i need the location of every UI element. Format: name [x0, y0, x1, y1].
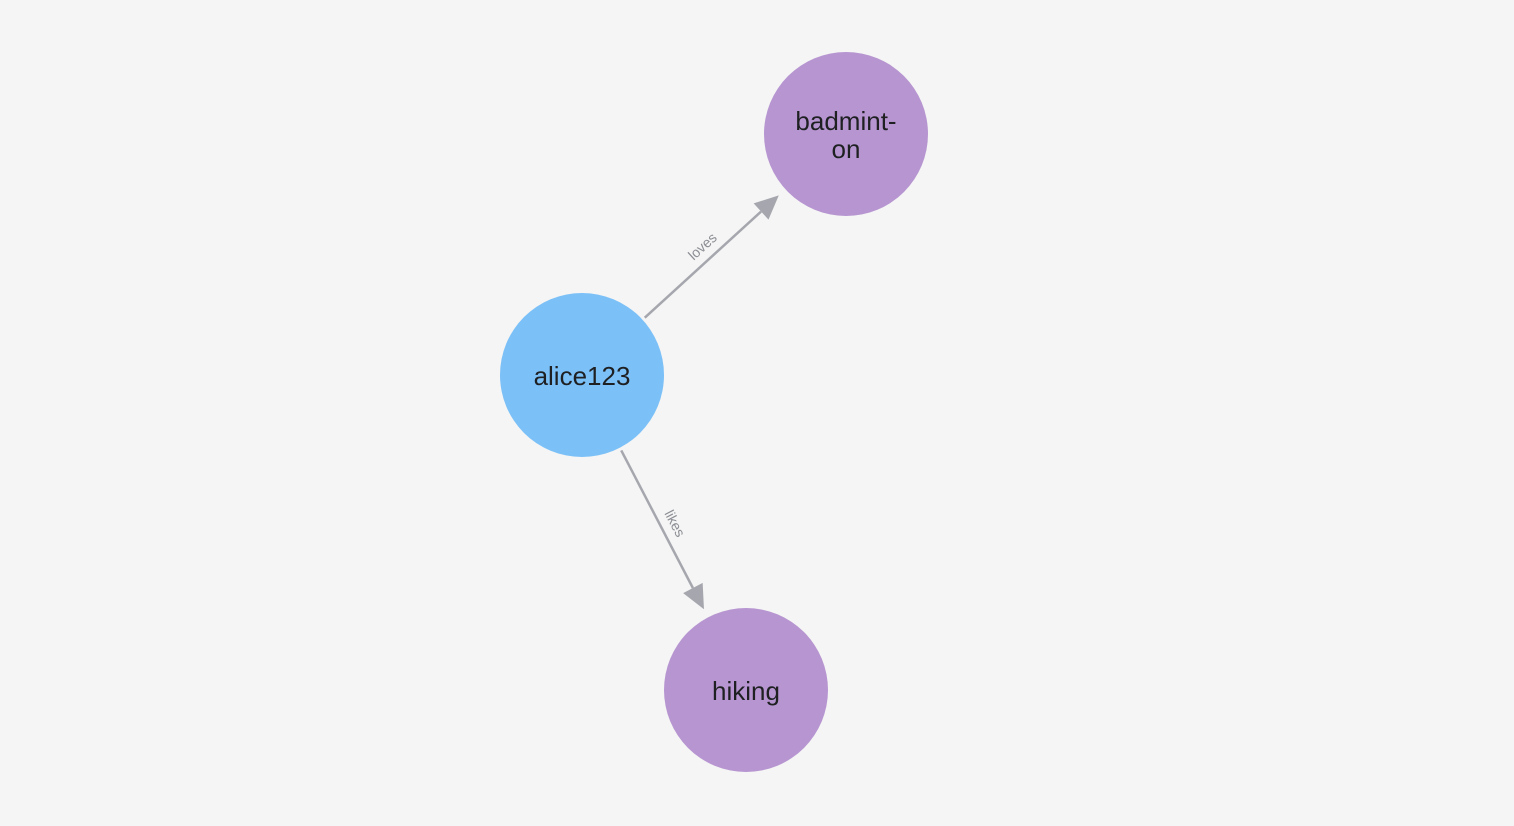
node-circle	[500, 293, 664, 457]
node-circle	[664, 608, 828, 772]
node-circle	[764, 52, 928, 216]
graph-node-alice123[interactable]: alice123	[500, 293, 664, 457]
graph-node-badminton[interactable]: badmint-on	[764, 52, 928, 216]
edge-line	[620, 449, 695, 589]
graph-node-hiking[interactable]: hiking	[664, 608, 828, 772]
edge-arrowhead-icon	[753, 195, 779, 220]
edge-line	[643, 210, 762, 319]
edge-arrowhead-icon	[683, 582, 704, 610]
